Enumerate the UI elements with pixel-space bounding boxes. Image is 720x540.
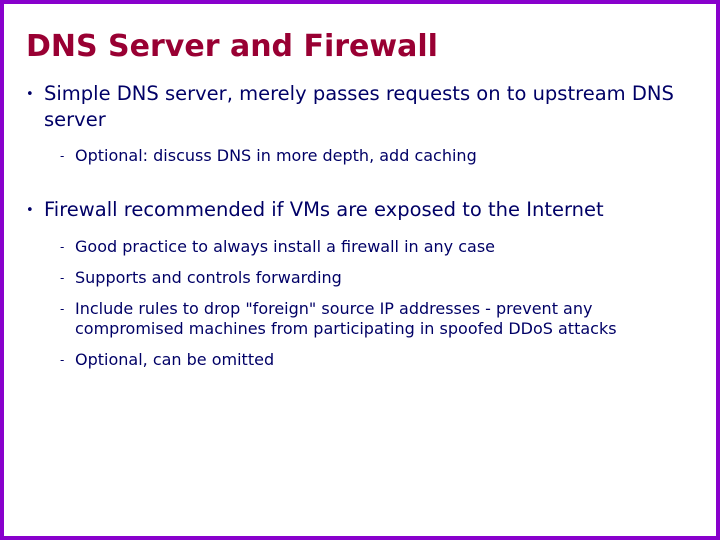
bullet-level2: - Include rules to drop "foreign" source… xyxy=(26,299,692,341)
bullet-level1: • Firewall recommended if VMs are expose… xyxy=(26,197,692,223)
bullet-text: Firewall recommended if VMs are exposed … xyxy=(44,198,604,222)
dash-marker-icon: - xyxy=(60,270,65,285)
bullet-text: Good practice to always install a firewa… xyxy=(75,237,496,256)
bullet-marker-icon: • xyxy=(26,203,34,219)
bullet-level2: - Supports and controls forwarding xyxy=(26,268,692,289)
bullet-level2: - Good practice to always install a fire… xyxy=(26,237,692,258)
spacer xyxy=(26,227,692,237)
bullet-text: Optional: discuss DNS in more depth, add… xyxy=(75,146,477,166)
dash-marker-icon: - xyxy=(60,301,65,316)
bullet-text: Simple DNS server, merely passes request… xyxy=(44,82,674,131)
bullet-level1: • Simple DNS server, merely passes reque… xyxy=(26,81,692,132)
spacer xyxy=(26,136,692,146)
spacer xyxy=(26,171,692,197)
bullet-text: Supports and controls forwarding xyxy=(75,267,342,287)
bullet-level2: - Optional: discuss DNS in more depth, a… xyxy=(26,146,692,167)
slide-title: DNS Server and Firewall xyxy=(26,29,438,64)
slide-content: DNS Server and Firewall • Simple DNS ser… xyxy=(4,4,716,536)
bullet-level2: - Optional, can be omitted xyxy=(26,350,692,371)
slide-body: • Simple DNS server, merely passes reque… xyxy=(26,81,692,371)
bullet-marker-icon: • xyxy=(26,87,34,102)
dash-marker-icon: - xyxy=(60,240,65,254)
dash-marker-icon: - xyxy=(60,353,65,368)
bullet-text: Optional, can be omitted xyxy=(75,350,275,370)
bullet-text: Include rules to drop "foreign" source I… xyxy=(75,298,617,339)
dash-marker-icon: - xyxy=(60,149,65,164)
